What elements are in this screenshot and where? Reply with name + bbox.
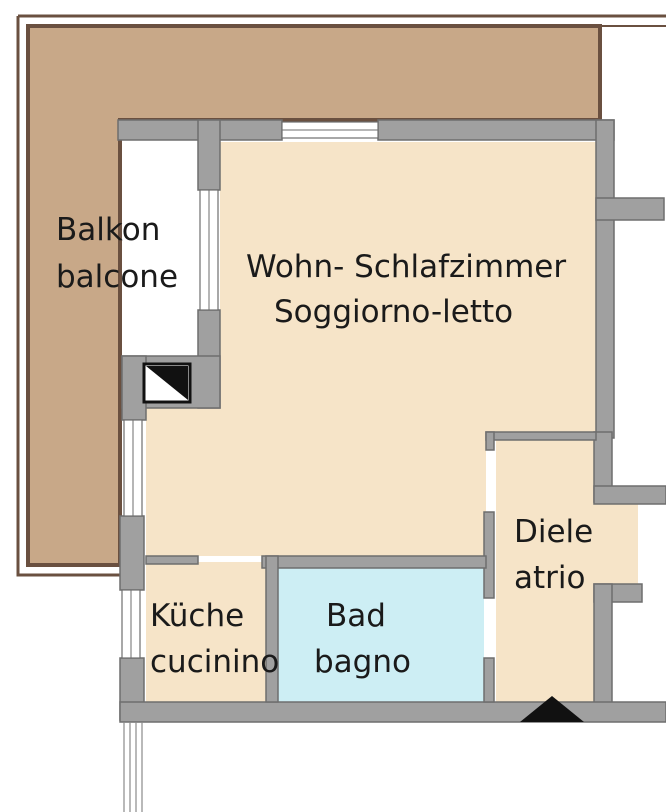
chimney-symbol: [142, 362, 192, 404]
living-room-label-it: Soggiorno-letto: [274, 294, 513, 330]
hall-partition-left-lower: [483, 657, 495, 703]
left-wall-mid: [119, 515, 145, 591]
bathroom-label-de: Bad: [326, 598, 386, 634]
living-room-label-de: Wohn- Schlafzimmer: [246, 249, 566, 285]
right-wall-upper: [595, 119, 615, 439]
bath-left-wall: [265, 555, 279, 703]
room-floors: [146, 142, 638, 702]
balcony-area: [16, 14, 666, 577]
bottom-wall: [119, 701, 666, 723]
hall-partition-top: [485, 431, 597, 441]
right-wall-notch: [595, 197, 665, 221]
hall-label-de: Diele: [514, 514, 593, 550]
bathroom-label-it: bagno: [314, 644, 411, 680]
kitchen-label-it: cucinino: [150, 644, 279, 680]
left-wall-lower: [121, 355, 147, 421]
balcony-outer-rail: [16, 14, 666, 577]
living-room-floor: [146, 142, 596, 556]
balcony-label-it: balcone: [56, 259, 178, 295]
hall-label-it: atrio: [514, 560, 585, 596]
balcony-label-de: Balkon: [56, 212, 160, 248]
kitchen-label-de: Küche: [150, 598, 244, 634]
right-wall-step: [593, 485, 666, 505]
top-wall-right: [377, 119, 615, 141]
hall-partition-stub: [485, 431, 495, 451]
kitchen-wall-stub: [145, 555, 199, 565]
windows: [121, 121, 379, 659]
hall-partition-left: [483, 511, 495, 599]
wall-stub-left-top: [197, 119, 221, 191]
bathroom-floor: [278, 568, 484, 702]
downpipe: [123, 722, 143, 812]
entrance-arrow-icon: [520, 696, 584, 722]
right-wall-lower: [593, 583, 613, 721]
bath-top-wall: [261, 555, 487, 569]
kitchen-floor: [146, 562, 266, 702]
